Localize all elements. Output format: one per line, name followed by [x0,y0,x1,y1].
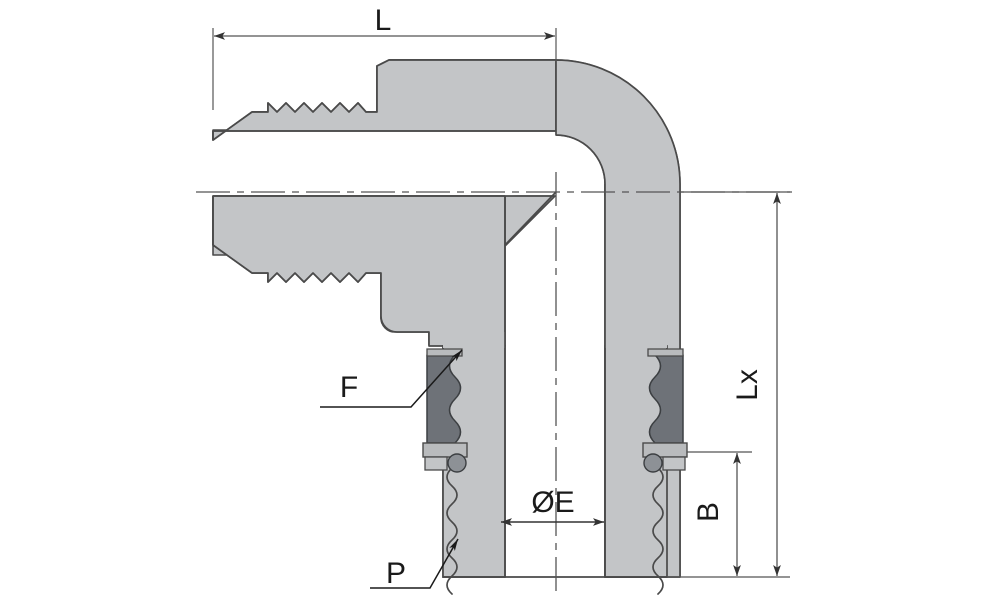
callout-F: F [320,349,463,408]
left-leg-shoulder-fill [443,332,505,348]
upper-run-fill [212,59,557,141]
callout-F-label: F [340,371,358,404]
thread-profile-left [446,467,458,595]
inner-corner-chamfer [504,191,557,246]
ferrule-nut-left [424,456,448,471]
dim-B-label: B [692,502,725,522]
ferrule-oring-right [643,453,663,473]
run-bore-void [213,131,556,195]
thread-profile-right [652,467,664,595]
dim-OE-label: ØE [531,486,574,519]
right-leg-upper-fill [605,184,667,348]
dim-Lx-label: Lx [731,369,764,401]
bore-void [505,196,605,578]
dimension-B: B [687,451,752,576]
dim-L-label: L [375,4,392,37]
dimension-OE: ØE [501,486,604,526]
callout-F-leader [320,349,463,408]
lower-port-threads [446,467,664,595]
dimension-Lx: Lx [667,191,790,578]
dimension-L: L [212,4,557,110]
ferrule-nut-right [662,456,686,471]
ferrule-cap-right [647,348,684,357]
ferrule-assembly-left [422,348,468,473]
ferrule-oring-left [447,453,467,473]
ferrule-assembly-right [642,348,688,473]
callout-P-label: P [386,557,406,590]
callout-P: P [370,538,459,590]
callout-P-leader [370,538,459,589]
